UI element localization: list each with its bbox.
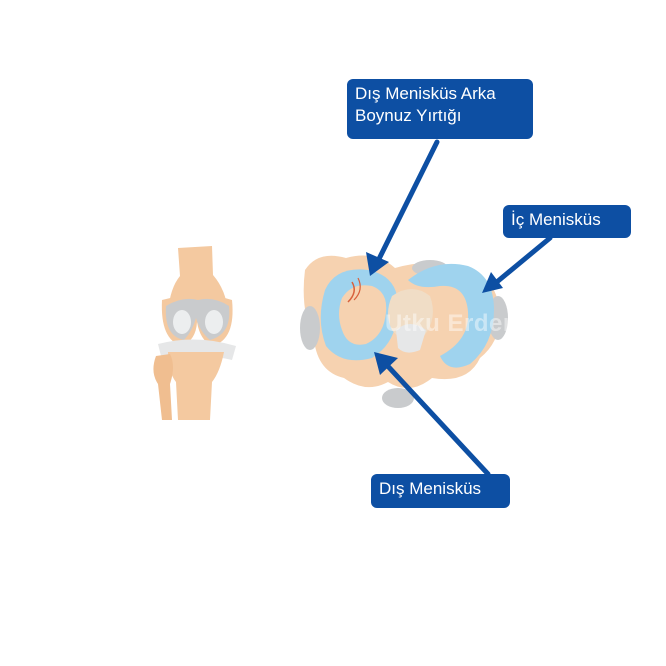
arrows xyxy=(366,139,553,477)
posterior-horn-tear-label: Dış Menisküs Arka Boynuz Yırtığı xyxy=(347,79,533,139)
lateral-meniscus-label: Dış Menisküs xyxy=(371,474,510,508)
knee-joint-front-icon xyxy=(153,246,236,420)
arrow-posterior-horn xyxy=(373,139,440,268)
medial-meniscus-label: İç Menisküs xyxy=(503,205,631,238)
arrow-medial-meniscus xyxy=(489,235,553,289)
arrowhead-posterior-horn xyxy=(366,252,389,276)
arrowhead-lateral-meniscus xyxy=(374,352,398,375)
watermark-text: Utku Erdem xyxy=(385,310,525,337)
arrow-lateral-meniscus xyxy=(381,359,491,477)
arrowhead-medial-meniscus xyxy=(482,272,503,293)
tibial-plateau-meniscus-icon xyxy=(300,255,508,408)
